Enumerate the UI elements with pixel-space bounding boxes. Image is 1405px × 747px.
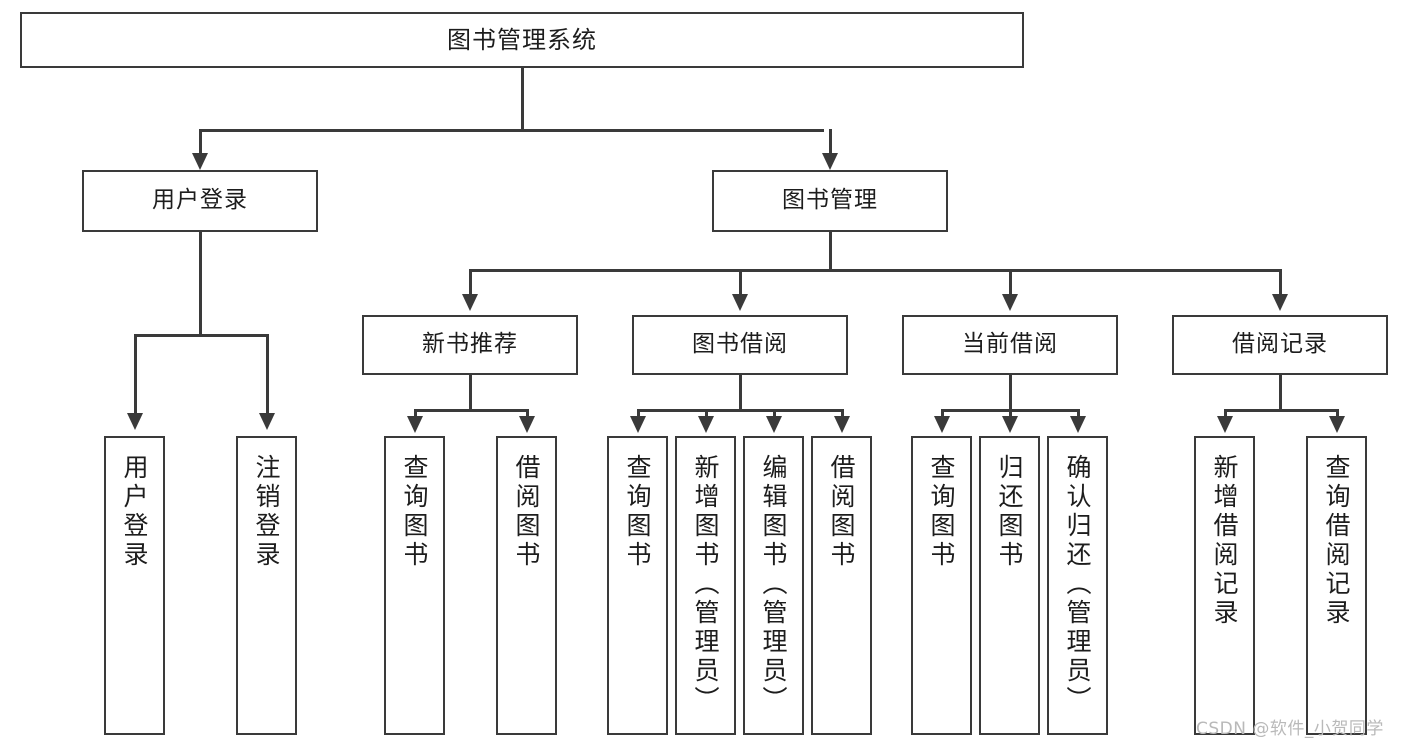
node-user-login[interactable]: 用户登录: [82, 170, 318, 232]
connector-borrow-record-bus: [1224, 409, 1336, 412]
connector-user-login-stem: [199, 232, 202, 336]
connector-level3-bus: [469, 269, 1281, 272]
node-label: 新书推荐: [422, 331, 518, 358]
node-label: 新增借阅记录: [1210, 454, 1239, 628]
connector-drop-level3-0: [469, 269, 472, 297]
arrowhead-leaf-bb-1: [698, 416, 714, 433]
leaf-new-book-recommend-borrow-book[interactable]: 借阅图书: [496, 436, 557, 735]
leaf-current-borrow-confirm-return-admin[interactable]: 确认归还（管理员）: [1047, 436, 1108, 735]
connector-drop-level3-2: [1009, 269, 1012, 297]
arrowhead-leaf-bb-2: [766, 416, 782, 433]
connector-drop-leaf-bb-2: [773, 409, 776, 419]
connector-drop-leaf-cb-0: [941, 409, 944, 419]
leaf-book-borrow-edit-book-admin[interactable]: 编辑图书（管理员）: [743, 436, 804, 735]
connector-drop-leaf-user-login-0: [134, 334, 137, 416]
arrowhead-leaf-cb-1: [1002, 416, 1018, 433]
node-label: 图书管理: [782, 187, 878, 214]
connector-drop-leaf-br-1: [1336, 409, 1339, 419]
connector-root-bus: [199, 129, 824, 132]
arrowhead-user-login: [192, 153, 208, 170]
leaf-borrow-record-add-record[interactable]: 新增借阅记录: [1194, 436, 1255, 735]
node-label: 确认归还（管理员）: [1063, 454, 1092, 715]
connector-drop-leaf-cb-2: [1077, 409, 1080, 419]
arrowhead-leaf-nbr-0: [407, 416, 423, 433]
node-label: 图书借阅: [692, 331, 788, 358]
node-label: 查询图书: [623, 454, 652, 570]
connector-drop-level3-3: [1279, 269, 1282, 297]
node-label: 归还图书: [995, 454, 1024, 570]
arrowhead-leaf-user-login-0: [127, 413, 143, 430]
arrowhead-book-management: [822, 153, 838, 170]
arrowhead-level3-1: [732, 294, 748, 311]
leaf-current-borrow-return-book[interactable]: 归还图书: [979, 436, 1040, 735]
connector-current-borrow-stem: [1009, 375, 1012, 411]
connector-borrow-record-stem: [1279, 375, 1282, 411]
node-label: 借阅记录: [1232, 331, 1328, 358]
node-label: 新增图书（管理员）: [691, 454, 720, 715]
leaf-new-book-recommend-query-book[interactable]: 查询图书: [384, 436, 445, 735]
connector-drop-leaf-br-0: [1224, 409, 1227, 419]
arrowhead-level3-0: [462, 294, 478, 311]
connector-drop-leaf-user-login-1: [266, 334, 269, 416]
leaf-book-borrow-add-book-admin[interactable]: 新增图书（管理员）: [675, 436, 736, 735]
arrowhead-leaf-nbr-1: [519, 416, 535, 433]
node-label: 借阅图书: [827, 454, 856, 570]
connector-book-management-stem: [829, 232, 832, 272]
arrowhead-leaf-bb-3: [834, 416, 850, 433]
arrowhead-level3-3: [1272, 294, 1288, 311]
node-label: 查询图书: [400, 454, 429, 570]
connector-book-borrow-stem: [739, 375, 742, 411]
connector-drop-leaf-nbr-1: [526, 409, 529, 419]
node-current-borrow[interactable]: 当前借阅: [902, 315, 1118, 375]
connector-user-login-bus: [134, 334, 266, 337]
node-label: 图书管理系统: [447, 25, 597, 54]
arrowhead-leaf-bb-0: [630, 416, 646, 433]
node-label: 用户登录: [120, 454, 149, 570]
leaf-borrow-record-query-record[interactable]: 查询借阅记录: [1306, 436, 1367, 735]
arrowhead-leaf-cb-2: [1070, 416, 1086, 433]
node-label: 注销登录: [252, 454, 281, 570]
leaf-user-login-login[interactable]: 用户登录: [104, 436, 165, 735]
node-label: 编辑图书（管理员）: [759, 454, 788, 715]
arrowhead-leaf-br-0: [1217, 416, 1233, 433]
node-new-book-recommend[interactable]: 新书推荐: [362, 315, 578, 375]
node-label: 查询借阅记录: [1322, 454, 1351, 628]
node-label: 查询图书: [927, 454, 956, 570]
arrowhead-leaf-cb-0: [934, 416, 950, 433]
connector-drop-leaf-bb-1: [705, 409, 708, 419]
connector-drop-leaf-nbr-0: [414, 409, 417, 419]
connector-new-book-recommend-stem: [469, 375, 472, 411]
connector-drop-level3-1: [739, 269, 742, 297]
leaf-current-borrow-query-book[interactable]: 查询图书: [911, 436, 972, 735]
connector-drop-leaf-cb-1: [1009, 409, 1012, 419]
csdn-watermark: CSDN @软件_小贺同学: [1196, 719, 1384, 739]
connector-drop-leaf-bb-3: [841, 409, 844, 419]
connector-drop-user-login: [199, 129, 202, 157]
node-book-borrow[interactable]: 图书借阅: [632, 315, 848, 375]
leaf-book-borrow-borrow-book[interactable]: 借阅图书: [811, 436, 872, 735]
arrowhead-leaf-br-1: [1329, 416, 1345, 433]
connector-drop-book-management: [829, 129, 832, 157]
arrowhead-level3-2: [1002, 294, 1018, 311]
node-root-book-management-system[interactable]: 图书管理系统: [20, 12, 1024, 68]
connector-drop-leaf-bb-0: [637, 409, 640, 419]
node-label: 借阅图书: [512, 454, 541, 570]
node-book-management[interactable]: 图书管理: [712, 170, 948, 232]
node-borrow-record[interactable]: 借阅记录: [1172, 315, 1388, 375]
leaf-user-login-logout[interactable]: 注销登录: [236, 436, 297, 735]
node-label: 用户登录: [152, 187, 248, 214]
connector-new-book-recommend-bus: [414, 409, 526, 412]
arrowhead-leaf-user-login-1: [259, 413, 275, 430]
connector-book-borrow-bus: [637, 409, 842, 412]
node-label: 当前借阅: [962, 331, 1058, 358]
leaf-book-borrow-query-book[interactable]: 查询图书: [607, 436, 668, 735]
connector-root-stem: [521, 68, 524, 130]
